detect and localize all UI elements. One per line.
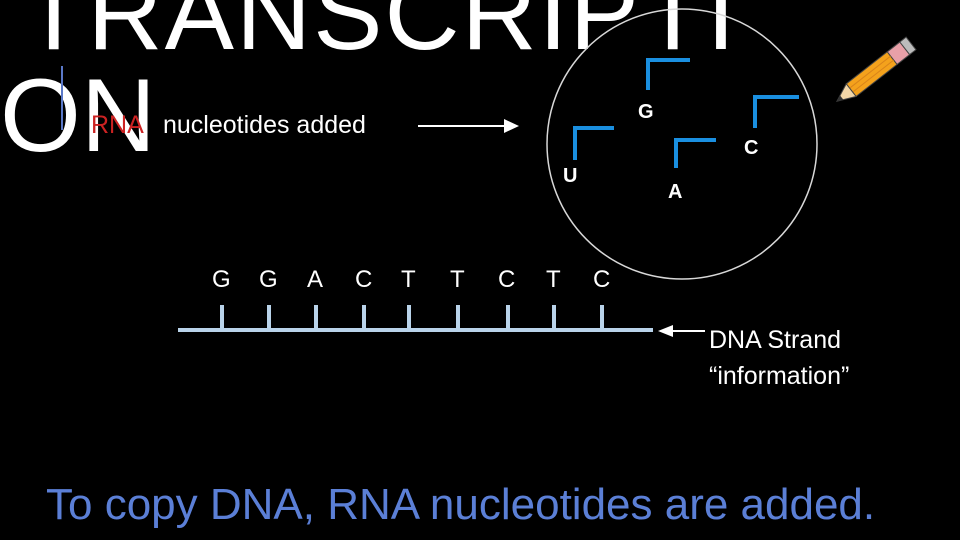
dna-strand-label: DNA Strand “information” <box>709 322 849 394</box>
label-arrow <box>418 119 519 133</box>
free-nucleotide-c <box>753 95 799 128</box>
free-nucleotide-u <box>573 126 614 160</box>
dna-base-3: A <box>307 266 324 293</box>
dna-strand <box>178 305 653 332</box>
dna-base-8: T <box>546 266 561 293</box>
dna-base-1: G <box>212 266 231 293</box>
dna-base-5: T <box>401 266 416 293</box>
rna-word: RNA <box>91 111 144 139</box>
free-nucleotide-g <box>646 58 690 90</box>
free-nucleotide-a <box>674 138 716 168</box>
dna-base-2: G <box>259 266 278 293</box>
pencil-icon <box>835 36 917 103</box>
free-nucleotide-a-label: A <box>668 181 683 203</box>
slide-title-line-2: ON <box>0 58 156 174</box>
dna-base-9: C <box>593 266 611 293</box>
free-nucleotide-u-label: U <box>563 165 578 187</box>
slide-title-line-1: TRANSCRIPTI <box>22 0 738 72</box>
nucleotides-added-label: nucleotides added <box>163 111 366 139</box>
dna-base-6: T <box>450 266 465 293</box>
nucleotide-pool-circle <box>546 8 818 280</box>
dna-strand-title: DNA Strand <box>709 326 842 354</box>
dna-strand-subtitle: “information” <box>709 362 850 390</box>
free-nucleotide-g-label: G <box>638 101 654 123</box>
dna-base-7: C <box>498 266 516 293</box>
bottom-caption: To copy DNA, RNA nucleotides are added. <box>46 480 876 529</box>
dna-base-4: C <box>355 266 373 293</box>
dna-strand-arrow <box>658 325 705 337</box>
free-nucleotide-c-label: C <box>744 137 759 159</box>
